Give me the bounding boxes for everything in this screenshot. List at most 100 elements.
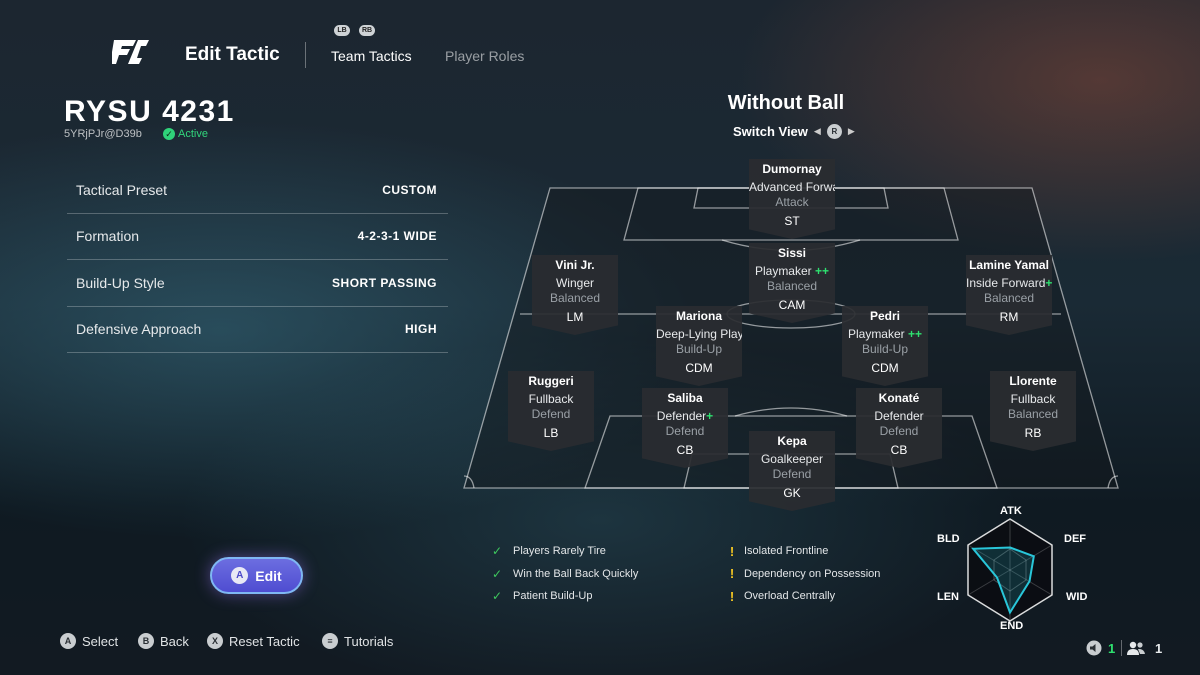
player-role: Winger <box>555 276 594 290</box>
warning-icon: ! <box>729 566 735 582</box>
player-card-gk[interactable]: Kepa Goalkeeper Defend GK <box>749 431 835 511</box>
strengths-list: ✓Players Rarely Tire ✓Win the Ball Back … <box>492 540 638 608</box>
setting-build-up-style[interactable]: Build-Up Style SHORT PASSING <box>67 260 448 307</box>
fc-logo <box>112 40 149 64</box>
player-name: Vini Jr. <box>555 258 595 272</box>
player-position: LB <box>543 426 559 440</box>
player-duty: Balanced <box>1007 407 1059 421</box>
player-position: LM <box>566 310 584 324</box>
radar-label-atk: ATK <box>1000 505 1022 517</box>
setting-label: Formation <box>76 228 140 245</box>
x-button-icon: X <box>207 633 223 649</box>
page-title: Edit Tactic <box>185 44 280 65</box>
player-name: Mariona <box>675 309 722 323</box>
setting-label: Build-Up Style <box>76 274 165 291</box>
radar-label-def: DEF <box>1064 533 1086 545</box>
footer-label: Tutorials <box>344 633 394 649</box>
footer-label: Back <box>160 633 189 649</box>
setting-value: CUSTOM <box>382 182 437 197</box>
setting-label: Defensive Approach <box>76 321 202 338</box>
player-position: RM <box>999 310 1019 324</box>
player-card-lb[interactable]: Ruggeri Fullback Defend LB <box>508 371 594 451</box>
divider <box>1121 640 1122 656</box>
setting-formation[interactable]: Formation 4-2-3-1 WIDE <box>67 214 448 260</box>
edit-button-label: Edit <box>255 567 282 584</box>
player-role: Playmaker ++ <box>847 327 923 341</box>
switch-view-control[interactable]: Switch View ◀ R ▶ <box>733 124 855 139</box>
r-button-icon: R <box>826 124 842 139</box>
strength-item: ✓Patient Build-Up <box>492 589 593 604</box>
player-duty: Balanced <box>549 291 601 305</box>
tactic-name: RYSU 4231 <box>64 95 235 128</box>
tab-player-roles[interactable]: Player Roles <box>445 48 525 64</box>
player-role: Goalkeeper <box>760 452 824 466</box>
player-role: Advanced Forward+ <box>749 180 835 194</box>
player-card-cb-left[interactable]: Saliba Defender+ Defend CB <box>642 388 728 468</box>
player-duty: Balanced <box>766 279 818 293</box>
sound-count: 1 <box>1108 641 1116 656</box>
player-duty: Defend <box>772 467 812 481</box>
setting-value: 4-2-3-1 WIDE <box>357 229 437 244</box>
tab-team-tactics[interactable]: Team Tactics <box>331 48 412 64</box>
speaker-icon <box>1086 640 1102 656</box>
player-position: CB <box>676 443 694 457</box>
radar-value-shape <box>971 546 1035 615</box>
player-role: Fullback <box>528 392 574 406</box>
radar-label-len: LEN <box>937 591 959 603</box>
player-role: Defender+ <box>656 409 714 423</box>
player-card-lm[interactable]: Vini Jr. Winger Balanced LM <box>532 255 618 335</box>
setting-defensive-approach[interactable]: Defensive Approach HIGH <box>67 307 448 353</box>
footer-back[interactable]: B Back <box>138 633 189 649</box>
player-card-st[interactable]: Dumornay Advanced Forward+ Attack ST <box>749 159 835 239</box>
player-name: Pedri <box>869 309 900 323</box>
player-role: Defender <box>874 409 924 423</box>
radar-label-end: END <box>1000 620 1024 632</box>
player-role: Fullback <box>1010 392 1056 406</box>
pitch-diagram <box>463 187 1119 489</box>
player-card-cdm-left[interactable]: Mariona Deep-Lying Playmaker Build-Up CD… <box>656 306 742 386</box>
rb-button-hint: RB <box>359 25 375 36</box>
player-duty: Defend <box>531 407 571 421</box>
b-button-icon: B <box>138 633 154 649</box>
player-position: ST <box>784 214 800 228</box>
player-card-rm[interactable]: Lamine Yamal Inside Forward++ Balanced R… <box>966 255 1052 335</box>
player-name: Konaté <box>878 391 920 405</box>
weakness-item: !Isolated Frontline <box>727 540 880 563</box>
switch-view-label: Switch View <box>733 124 808 139</box>
player-name: Lamine Yamal <box>969 258 1049 272</box>
edit-button[interactable]: A Edit <box>210 557 303 594</box>
a-button-icon: A <box>231 567 249 584</box>
player-duty: Defend <box>879 424 919 438</box>
setting-tactical-preset[interactable]: Tactical Preset CUSTOM <box>67 167 448 214</box>
player-name: Sissi <box>777 246 807 260</box>
player-card-rb[interactable]: Llorente Fullback Balanced RB <box>990 371 1076 451</box>
weakness-item: !Dependency on Possession <box>727 563 881 586</box>
player-duty: Build-Up <box>675 342 723 356</box>
player-card-cam[interactable]: Sissi Playmaker ++ Balanced CAM <box>749 243 835 323</box>
player-name: Saliba <box>667 391 703 405</box>
footer-select[interactable]: A Select <box>60 633 118 649</box>
player-name: Kepa <box>777 434 807 448</box>
check-icon: ✓ <box>492 589 503 604</box>
chevron-left-icon: ◀ <box>813 126 821 136</box>
player-position: CDM <box>871 361 899 375</box>
footer-label: Select <box>82 633 119 649</box>
player-position: CB <box>890 443 908 457</box>
radar-label-wid: WID <box>1066 591 1088 603</box>
strength-item: ✓Win the Ball Back Quickly <box>492 566 639 581</box>
player-card-cb-right[interactable]: Konaté Defender Defend CB <box>856 388 942 468</box>
player-position: RB <box>1024 426 1042 440</box>
strength-item: ✓Players Rarely Tire <box>492 544 606 559</box>
players-count: 1 <box>1155 641 1163 656</box>
footer-reset-tactic[interactable]: X Reset Tactic <box>207 633 300 649</box>
warning-icon: ! <box>729 543 735 559</box>
weakness-item: !Overload Centrally <box>727 585 880 608</box>
player-duty: Attack <box>775 195 809 209</box>
footer-tutorials[interactable]: ≡ Tutorials <box>322 633 393 649</box>
player-card-cdm-right[interactable]: Pedri Playmaker ++ Build-Up CDM <box>842 306 928 386</box>
player-position: CDM <box>685 361 713 375</box>
player-role: Playmaker ++ <box>754 264 830 278</box>
player-position: GK <box>783 486 801 500</box>
player-position: CAM <box>778 298 806 312</box>
tactic-radar-chart <box>967 518 1053 622</box>
